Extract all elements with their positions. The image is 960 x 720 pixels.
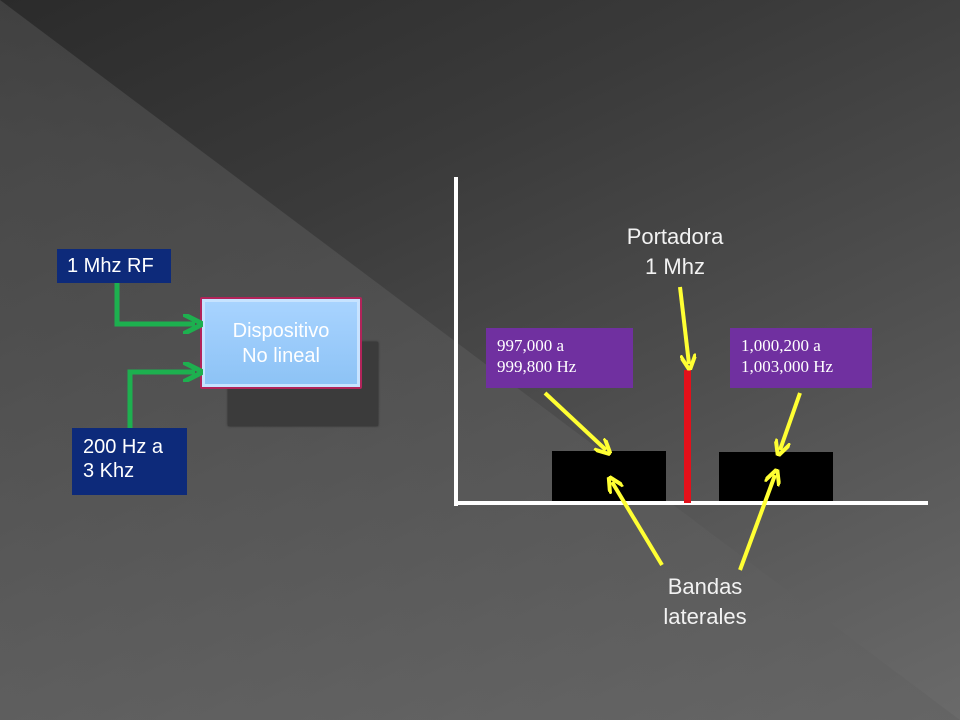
carrier-pointer-arrow bbox=[678, 286, 689, 364]
nonlinear-device-box: Dispositivo No lineal bbox=[200, 297, 362, 389]
carrier-line bbox=[684, 370, 691, 503]
spectrum-y-axis bbox=[454, 177, 458, 506]
upper-band-range-label: 1,000,200 a 1,003,000 Hz bbox=[730, 328, 872, 388]
lower-sideband-block bbox=[552, 451, 666, 501]
sidebands-label-line1: Bandas bbox=[667, 574, 743, 599]
lower-band-range-label: 997,000 a 999,800 Hz bbox=[486, 328, 633, 388]
audio-input-line1: 200 Hz a bbox=[83, 436, 164, 458]
upper-band-range-line1: 1,000,200 a bbox=[741, 336, 821, 355]
audio-input-line2: 3 Khz bbox=[83, 460, 135, 482]
carrier-label-line1: Portadora bbox=[626, 224, 724, 249]
rf-input-label: 1 Mhz RF bbox=[67, 255, 154, 277]
sidebands-label: Bandas laterales bbox=[630, 572, 780, 632]
carrier-label: Portadora 1 Mhz bbox=[600, 222, 750, 282]
upper-range-pointer-arrow bbox=[780, 392, 802, 450]
lower-band-range-line2: 999,800 Hz bbox=[497, 357, 577, 376]
audio-input-box: 200 Hz a 3 Khz bbox=[72, 428, 187, 495]
spectrum-x-axis bbox=[454, 501, 928, 505]
sidebands-label-line2: laterales bbox=[663, 604, 747, 629]
upper-band-range-line2: 1,003,000 Hz bbox=[741, 357, 834, 376]
rf-input-box: 1 Mhz RF bbox=[57, 249, 171, 283]
upper-sideband-block bbox=[719, 452, 833, 501]
carrier-label-line2: 1 Mhz bbox=[645, 254, 705, 279]
device-line2: No lineal bbox=[242, 345, 320, 367]
device-line1: Dispositivo bbox=[232, 320, 330, 342]
lower-band-range-line1: 997,000 a bbox=[497, 336, 565, 355]
